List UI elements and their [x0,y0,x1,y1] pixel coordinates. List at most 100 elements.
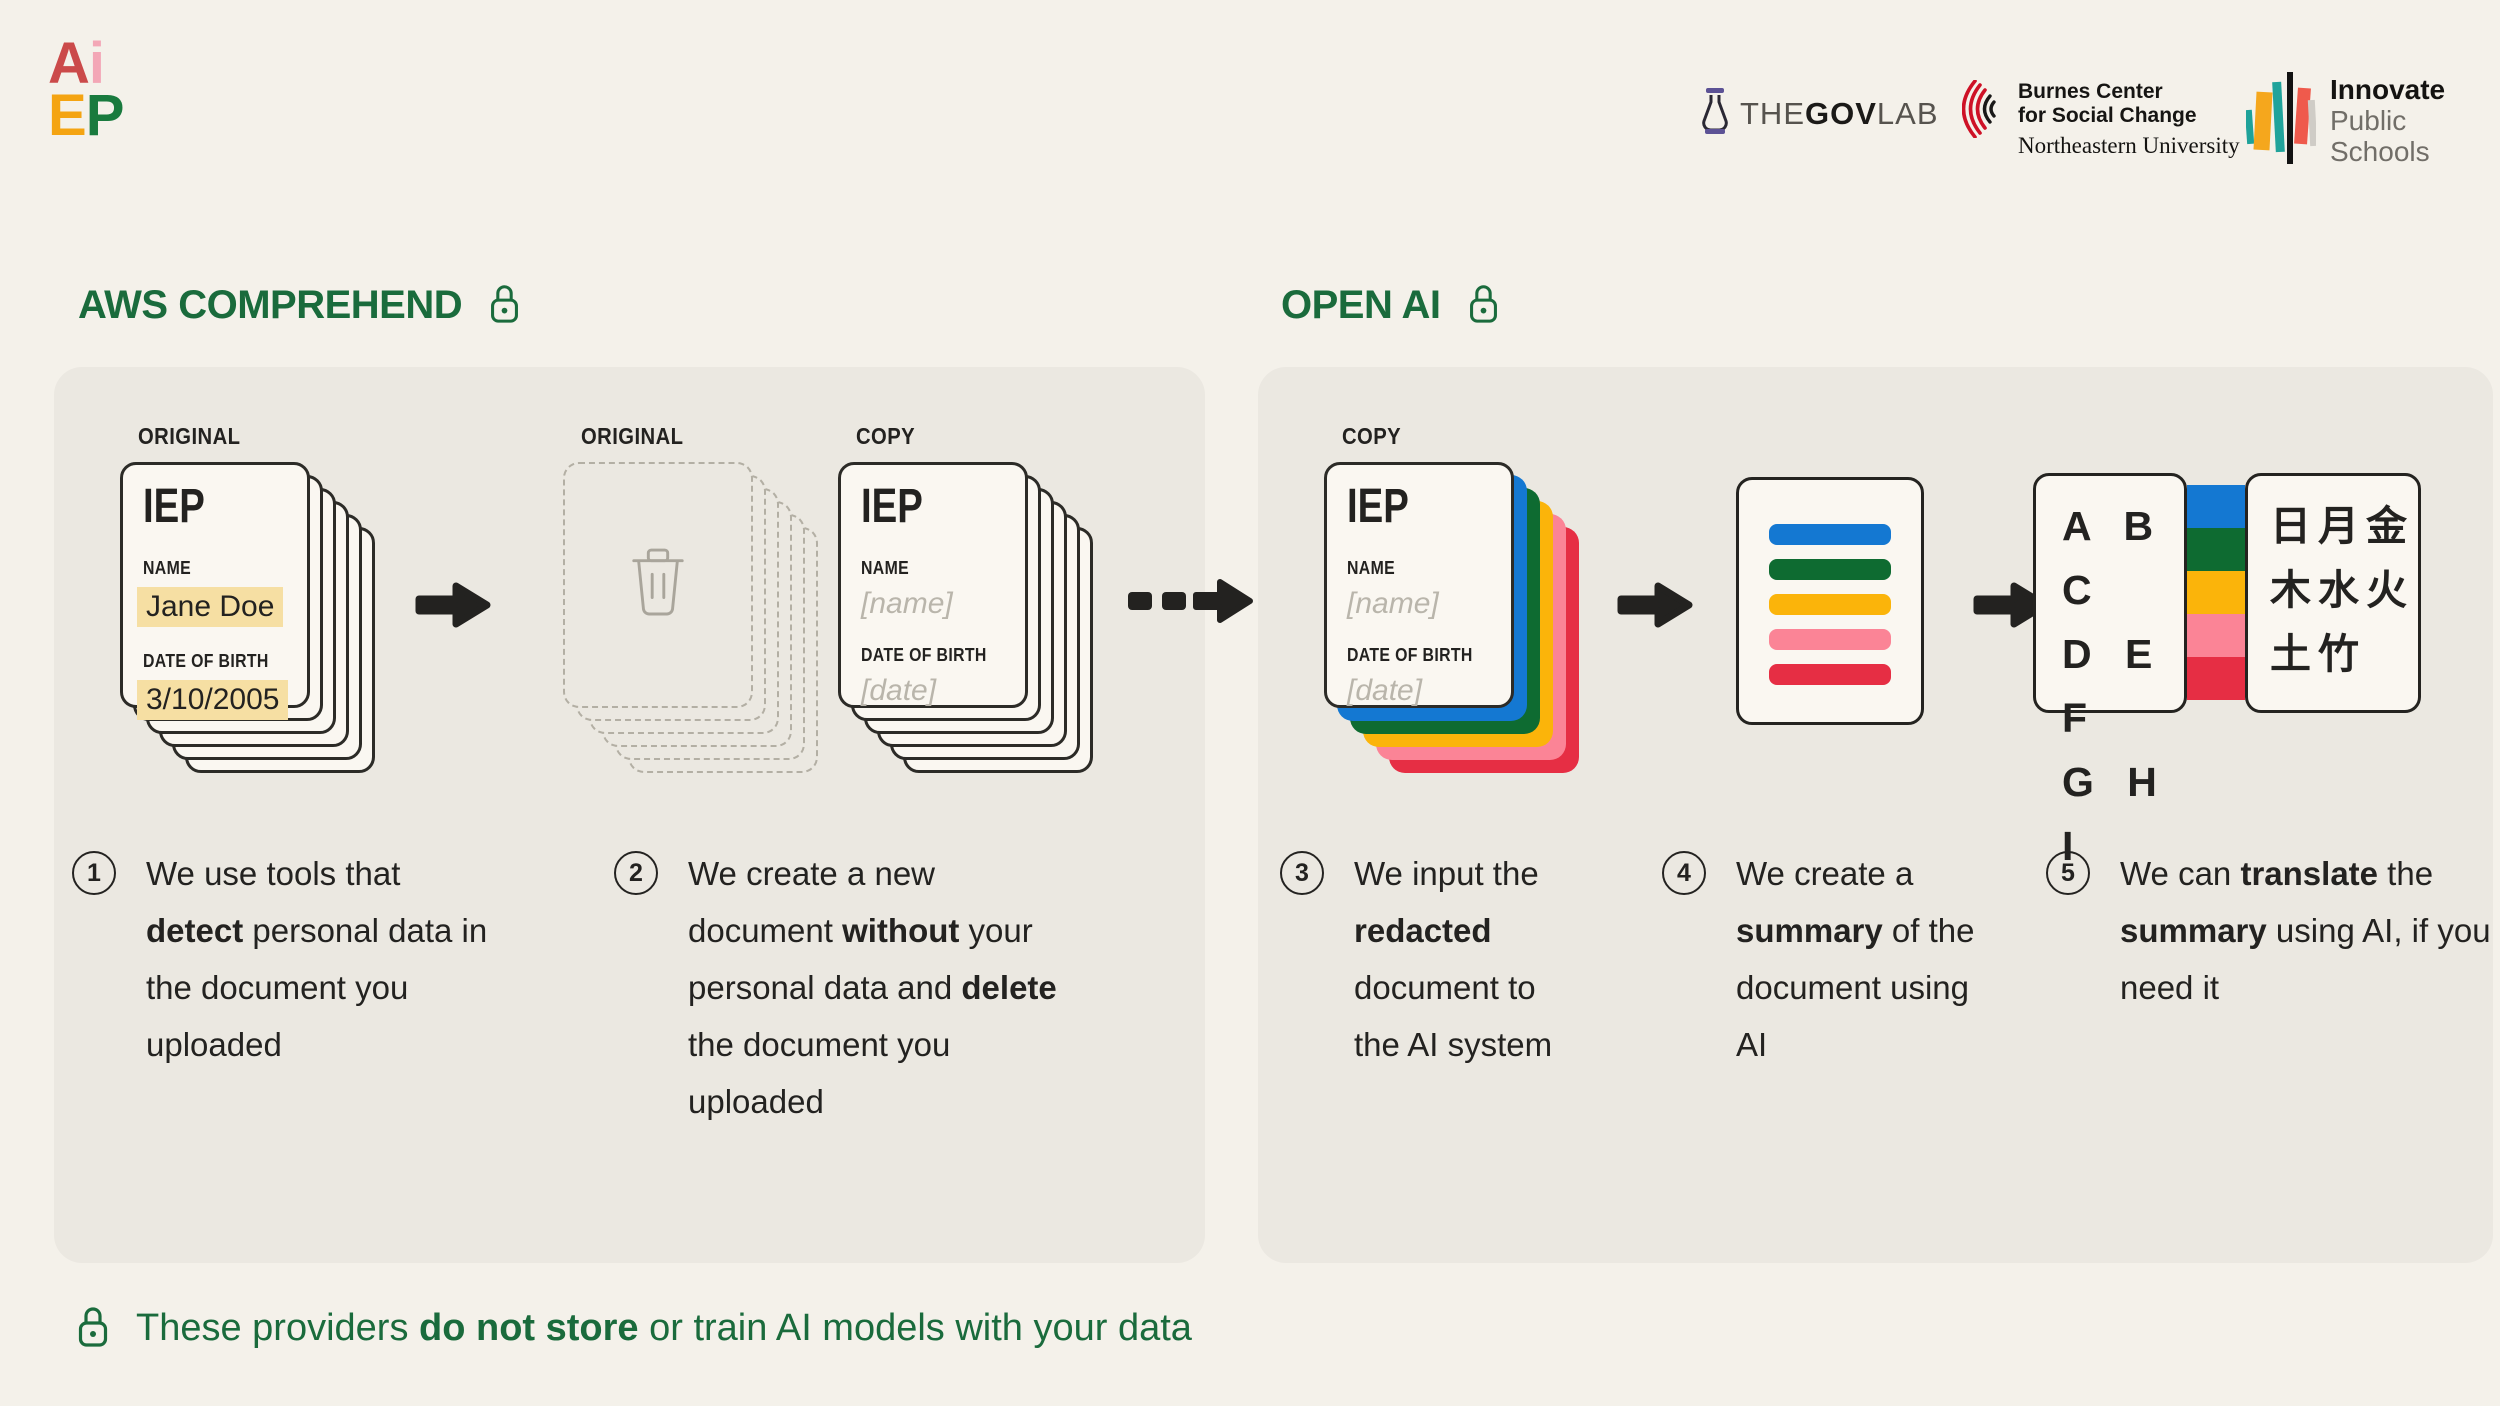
aiep-letter-i: i [88,31,105,96]
doc-label-original: ORIGINAL [581,423,684,449]
doc-group-original: ORIGINAL IEP NAME Jane Doe DATE OF BIRTH… [120,423,376,774]
iep-card-original: IEP NAME Jane Doe DATE OF BIRTH 3/10/200… [120,462,310,720]
step-text: We create a summary of the document usin… [1736,855,1975,1063]
iep-card-ai-copy: IEP NAME [name] DATE OF BIRTH [date] [1324,462,1514,708]
card-title: IEP [143,480,205,533]
step-number: 2 [614,851,658,895]
step-number: 4 [1662,851,1706,895]
burnes-center-logo: Burnes Center for Social Change Northeas… [1961,79,2240,159]
dashed-arrow-right-icon [1128,572,1280,635]
innovate-public-schools-logo: Innovate Public Schools [2244,70,2500,171]
step-text: We use tools that detect personal data i… [146,855,488,1063]
doc-group-ai-copy: COPY IEP NAME [name] DATE OF BIRTH [date… [1324,423,1580,774]
dob-label: DATE OF BIRTH [143,651,269,671]
flask-icon [1700,88,1730,139]
alphabet-card: A B C D E F G H I [2033,473,2187,869]
translated-card: 日月金 木水火 土竹 [2245,473,2421,713]
colored-copy-stack: IEP NAME [name] DATE OF BIRTH [date] [1324,462,1580,774]
innovate-wordmark: Innovate Public Schools [2330,74,2500,167]
doc-stack-deleted [563,462,819,774]
name-placeholder: [name] [861,587,953,620]
step-number: 1 [72,851,116,895]
step-5: 5 We can translate the summary using AI,… [2046,845,2500,1016]
doc-stack-copy: IEP NAME [name] DATE OF BIRTH [date] [838,462,1094,774]
strip-segment-blue [2187,485,2245,528]
step-4: 4 We create a summary of the document us… [1662,845,1991,1073]
lock-icon [488,282,521,329]
strip-segment-yellow [2187,571,2245,614]
summary-bar-green [1769,559,1891,580]
govlab-logo: THEGOVLAB [1700,88,1939,139]
name-label: NAME [143,558,192,578]
step-3: 3 We input the redacted document to the … [1280,845,1589,1073]
strip-segment-green [2187,528,2245,571]
step-number: 5 [2046,851,2090,895]
alphabet-row: D E F [2062,631,2164,741]
kanji-row: 日月金 [2270,503,2414,549]
open-ai-title: OPEN AI [1281,283,1441,327]
aiep-letter-e: E [48,83,87,148]
kanji-row: 土竹 [2270,631,2366,677]
public-schools-label: Public Schools [2330,105,2430,167]
arrow-right-icon [412,577,494,638]
section-heading-aws-comprehend: AWS COMPREHEND [78,282,521,329]
doc-label-copy: COPY [1342,423,1402,449]
govlab-gov: GOV [1805,95,1877,131]
aiep-letter-p: P [85,83,125,148]
govlab-wordmark: THEGOVLAB [1740,96,1939,132]
kanji-row: 木水火 [2270,567,2414,613]
footer-note: These providers do not store or train AI… [76,1304,1192,1353]
step-text: We create a new document without your pe… [688,855,1057,1120]
section-heading-open-ai: OPEN AI [1281,282,1500,329]
alphabet-row: A B C [2062,503,2165,613]
burnes-name-line2: for Social Change [2018,104,2197,127]
step-number: 3 [1280,851,1324,895]
strip-segment-pink [2187,614,2245,657]
summary-card [1736,477,1924,725]
doc-label-original: ORIGINAL [138,423,241,449]
footer-text: These providers do not store or train AI… [136,1307,1192,1349]
arrow-right-icon [1614,577,1696,638]
card-title: IEP [1347,480,1409,533]
aiep-logo-row1: Ai [48,35,123,93]
doc-label-copy: COPY [856,423,916,449]
doc-group-deleted: ORIGINAL [563,423,819,774]
iep-card-redacted: IEP NAME [name] DATE OF BIRTH [date] [838,462,1028,708]
step-1: 1 We use tools that detect personal data… [72,845,496,1073]
dob-placeholder: [date] [1347,674,1423,707]
doc-stack-original: IEP NAME Jane Doe DATE OF BIRTH 3/10/200… [120,462,376,774]
dob-value-highlighted: 3/10/2005 [137,680,289,720]
doc-group-copy: COPY IEP NAME [name] DATE OF BIRTH [date… [838,423,1094,774]
summary-bar-pink [1769,629,1891,650]
dob-label: DATE OF BIRTH [861,645,987,665]
soundwave-icon [1961,79,2004,143]
trash-icon [627,547,689,624]
name-value-highlighted: Jane Doe [137,587,284,627]
step-2: 2 We create a new document without your … [614,845,1088,1130]
summary-bar-yellow [1769,594,1891,615]
aws-comprehend-panel: ORIGINAL IEP NAME Jane Doe DATE OF BIRTH… [54,367,1205,1263]
dob-placeholder: [date] [861,674,937,707]
step-text: We input the redacted document to the AI… [1354,855,1553,1063]
dob-label: DATE OF BIRTH [1347,645,1473,665]
translate-visual: A B C D E F G H I 日月金 木水火 土竹 [2033,473,2421,869]
aiep-logo-row2: EP [48,87,124,145]
step-text: We can translate the summary using AI, i… [2120,855,2491,1006]
govlab-lab: LAB [1876,95,1939,131]
aiep-letter-a: A [48,31,90,96]
innovate-name: Innovate [2330,74,2446,105]
name-label: NAME [1347,558,1396,578]
northeastern-university-label: Northeastern University [2018,133,2240,158]
aws-comprehend-title: AWS COMPREHEND [78,283,463,327]
card-title: IEP [861,480,923,533]
name-label: NAME [861,558,910,578]
aiep-logo: Ai EP [48,35,124,145]
strip-segment-red [2187,657,2245,700]
footer-lock-icon [76,1304,110,1353]
summary-bar-red [1769,664,1891,685]
arrow-right-icon [1970,577,2052,638]
deleted-doc-card [563,462,753,708]
lock-icon [1467,282,1500,329]
color-strip [2187,485,2245,700]
